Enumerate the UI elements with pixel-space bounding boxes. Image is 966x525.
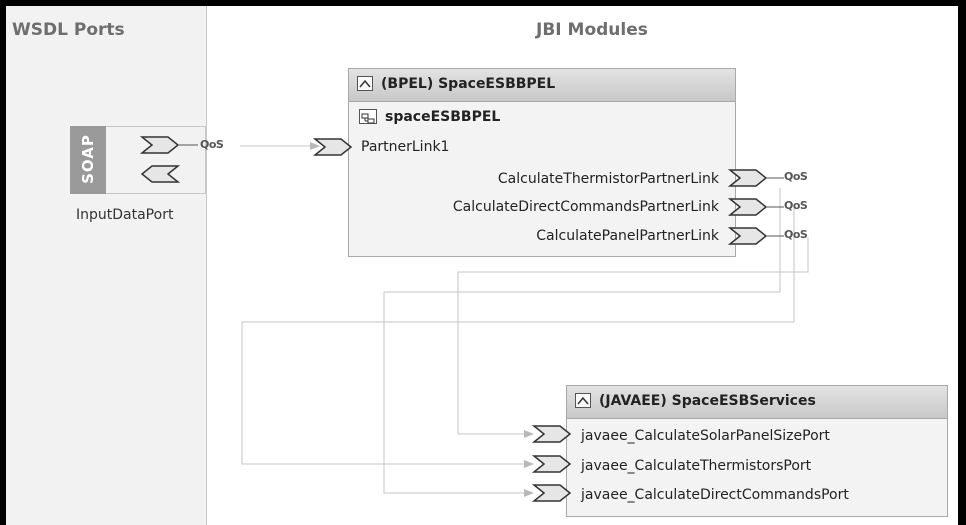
qos-icon[interactable]: QoS bbox=[784, 170, 808, 183]
module-title: (BPEL) SpaceESBBPEL bbox=[381, 76, 556, 92]
wsdl-ports-header: WSDL Ports bbox=[12, 20, 125, 40]
bpel-process-name: spaceESBBPEL bbox=[385, 109, 501, 125]
frame-border-right bbox=[958, 0, 966, 525]
soap-binding-tag: SOAP bbox=[70, 126, 106, 194]
wire-arrowhead bbox=[524, 430, 534, 438]
javaee-port-label: javaee_CalculateThermistorsPort bbox=[581, 458, 812, 474]
service-port-chevron-icon[interactable] bbox=[532, 482, 572, 504]
qos-icon[interactable]: QoS bbox=[784, 199, 808, 212]
module-header: (JAVAEE) SpaceESBServices bbox=[567, 386, 947, 419]
partner-link-in-label: PartnerLink1 bbox=[361, 139, 450, 155]
wire-thermistor bbox=[383, 188, 781, 494]
javaee-module[interactable]: (JAVAEE) SpaceESBServices javaee_Calcula… bbox=[566, 385, 948, 517]
collapse-button[interactable] bbox=[575, 393, 591, 408]
qos-icon[interactable]: QoS bbox=[784, 228, 808, 241]
wire-directcommands bbox=[241, 208, 795, 465]
qos-icon[interactable]: QoS bbox=[200, 138, 224, 151]
javaee-port-label: javaee_CalculateDirectCommandsPort bbox=[581, 487, 849, 503]
service-port-chevron-icon[interactable] bbox=[532, 453, 572, 475]
bpel-module[interactable]: (BPEL) SpaceESBBPEL spaceESBBPEL Partner… bbox=[348, 68, 736, 257]
collapse-button[interactable] bbox=[357, 76, 373, 91]
wire-arrowhead bbox=[524, 489, 534, 497]
port-name-label: InputDataPort bbox=[76, 207, 174, 223]
frame-border-top bbox=[0, 0, 966, 6]
frame-border-left bbox=[0, 0, 6, 525]
provide-chevron-icon[interactable] bbox=[140, 134, 180, 156]
module-header: (BPEL) SpaceESBBPEL bbox=[349, 69, 735, 102]
wire-arrowhead bbox=[524, 460, 534, 468]
consume-chevron-icon[interactable] bbox=[140, 163, 180, 185]
wire-panel bbox=[457, 237, 809, 435]
bpel-process-icon bbox=[359, 109, 377, 124]
partnerlink-in-chevron-icon[interactable] bbox=[313, 136, 353, 158]
partnerlink-out-chevron-icon[interactable] bbox=[728, 167, 768, 189]
partnerlink-out-chevron-icon[interactable] bbox=[728, 225, 768, 247]
jbi-modules-header: JBI Modules bbox=[536, 20, 648, 40]
partnerlink-out-chevron-icon[interactable] bbox=[728, 196, 768, 218]
javaee-port-label: javaee_CalculateSolarPanelSizePort bbox=[581, 428, 830, 444]
partner-link-out-label: CalculatePanelPartnerLink bbox=[536, 228, 719, 244]
partner-link-out-label: CalculateThermistorPartnerLink bbox=[497, 171, 719, 187]
service-port-chevron-icon[interactable] bbox=[532, 423, 572, 445]
wire-arrowhead bbox=[310, 142, 320, 150]
module-title: (JAVAEE) SpaceESBServices bbox=[599, 393, 816, 409]
wsdl-ports-column bbox=[6, 6, 207, 525]
partner-link-out-label: CalculateDirectCommandsPartnerLink bbox=[452, 199, 719, 215]
